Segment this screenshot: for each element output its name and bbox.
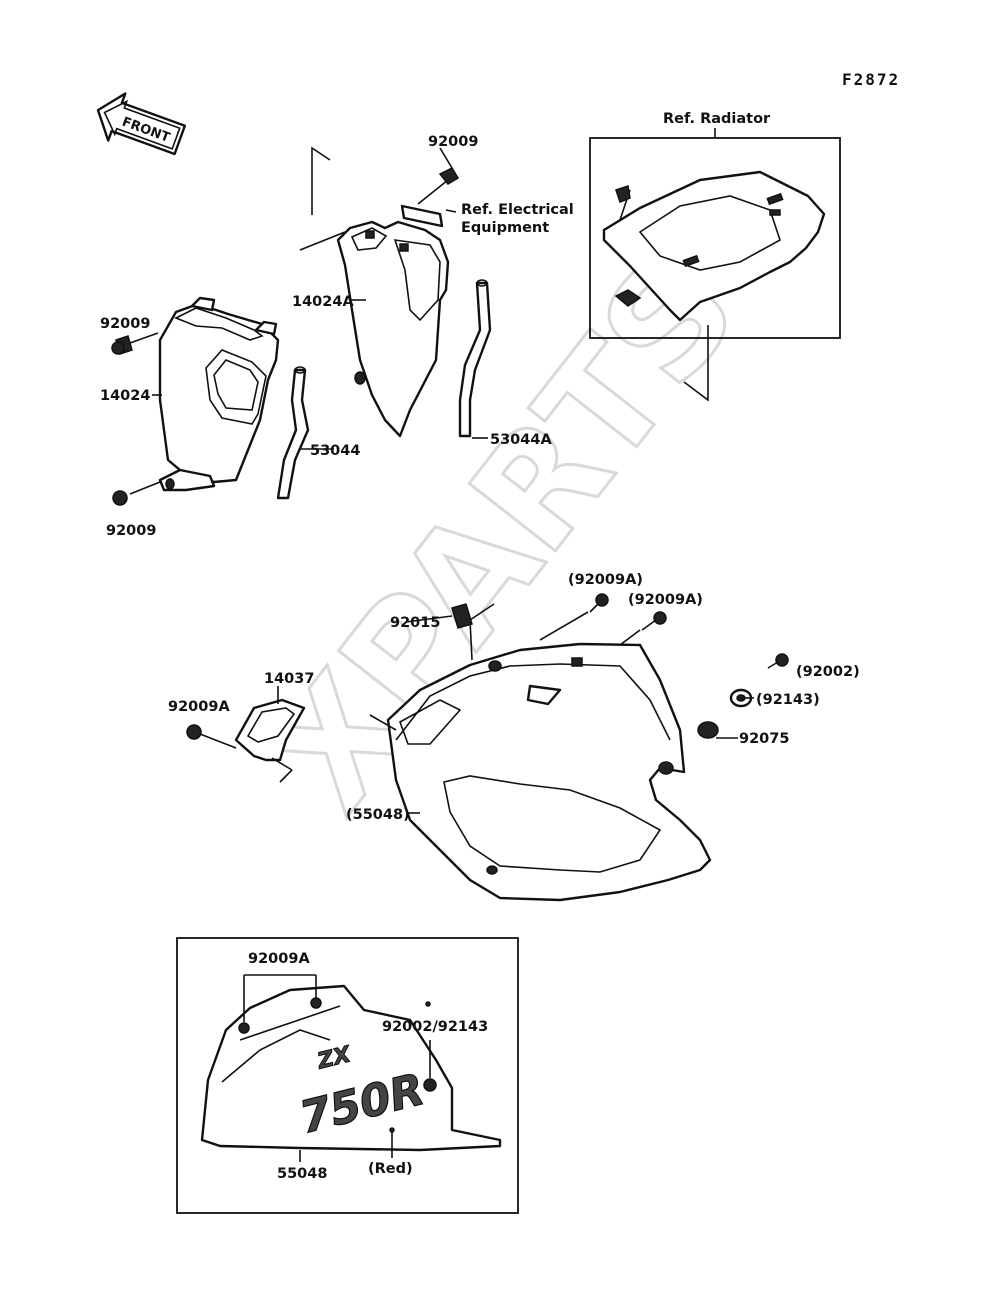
front-arrow-icon: FRONT (96, 92, 187, 156)
cowl-55048-part (369, 603, 712, 902)
label-bolt-top: 92009 (428, 134, 478, 150)
label-bolt-left-upper: 92009 (100, 316, 150, 332)
label-bolt-bracket: 92009A (168, 699, 230, 715)
label-bolt-cowl-1: (92009A) (568, 572, 643, 588)
damper-icon (697, 721, 719, 739)
bolt-icon (186, 724, 237, 749)
label-duct-right: 14024A (292, 294, 354, 310)
figure-code: F2872 (842, 70, 900, 89)
label-inset-screw: 92002/92143 (382, 1019, 488, 1035)
label-ref-electrical-2: Equipment (461, 220, 549, 236)
label-cowl: (55048) (346, 807, 410, 823)
label-bracket: 14037 (264, 671, 314, 687)
hose-53044-part (276, 366, 310, 500)
bolt-icon (641, 611, 667, 631)
label-ref-radiator: Ref. Radiator (663, 111, 771, 127)
label-clip: 92015 (390, 615, 440, 631)
label-hose-left: 53044 (310, 443, 360, 459)
duct-14024a-part (299, 146, 460, 438)
bolt-icon (112, 481, 161, 506)
duct-14024-part (158, 296, 280, 492)
bracket-14037-part (234, 698, 306, 783)
inset-box: 750R ZX (176, 937, 519, 1214)
label-damper: 92075 (739, 731, 789, 747)
radiator-reference-box (589, 128, 841, 402)
label-bolt-left-lower: 92009 (106, 523, 156, 539)
screw-icon (767, 653, 789, 669)
label-inset-bolts: 92009A (248, 951, 310, 967)
label-inset-color: (Red) (368, 1161, 413, 1177)
label-duct-left: 14024 (100, 388, 150, 404)
label-bolt-cowl-2: (92009A) (628, 592, 703, 608)
hose-53044a-part (458, 279, 492, 438)
label-screw-right: (92002) (796, 664, 860, 680)
clip-icon (451, 603, 473, 629)
label-inset-cowl: 55048 (277, 1166, 327, 1182)
bolt-icon (589, 593, 609, 613)
bolt-icon (111, 332, 159, 355)
label-grommet-right: (92143) (756, 692, 820, 708)
label-hose-right: 53044A (490, 432, 552, 448)
label-ref-electrical-1: Ref. Electrical (461, 202, 574, 218)
